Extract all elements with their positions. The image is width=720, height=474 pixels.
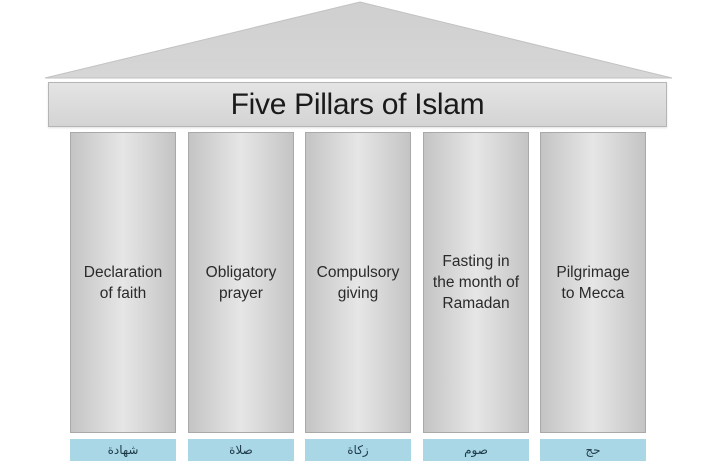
pillar-label: Fasting in the month of Ramadan: [432, 253, 520, 312]
pillar-fasting-ramadan: Fasting in the month of Ramadan: [423, 132, 529, 433]
pillar-compulsory-giving: Compulsory giving: [305, 132, 411, 433]
pillar-base-sawm: صوم: [423, 439, 529, 461]
pillar-base-hajj: حج: [540, 439, 646, 461]
pillar-declaration-of-faith: Declaration of faith: [70, 132, 176, 433]
pillar-label: Pilgrimage to Mecca: [556, 263, 630, 302]
pillar-label: Compulsory giving: [316, 263, 400, 302]
roof: [44, 1, 673, 79]
arabic-label: زكاة: [347, 443, 369, 457]
pillar-pilgrimage-mecca: Pilgrimage to Mecca: [540, 132, 646, 433]
pillar-obligatory-prayer: Obligatory prayer: [188, 132, 294, 433]
pillar-base-shahada: شهادة: [70, 439, 176, 461]
roof-pediment: [44, 1, 673, 79]
pillar-label: Declaration of faith: [83, 263, 163, 302]
pillar-base-salat: صلاة: [188, 439, 294, 461]
arabic-label: صوم: [464, 443, 488, 457]
arabic-label: شهادة: [107, 443, 139, 457]
arabic-label: حج: [585, 443, 601, 457]
arabic-label: صلاة: [229, 443, 253, 457]
pillar-base-zakat: زكاة: [305, 439, 411, 461]
diagram-title: Five Pillars of Islam: [230, 87, 485, 121]
entablature: Five Pillars of Islam: [48, 82, 667, 127]
pillar-label: Obligatory prayer: [205, 263, 277, 302]
